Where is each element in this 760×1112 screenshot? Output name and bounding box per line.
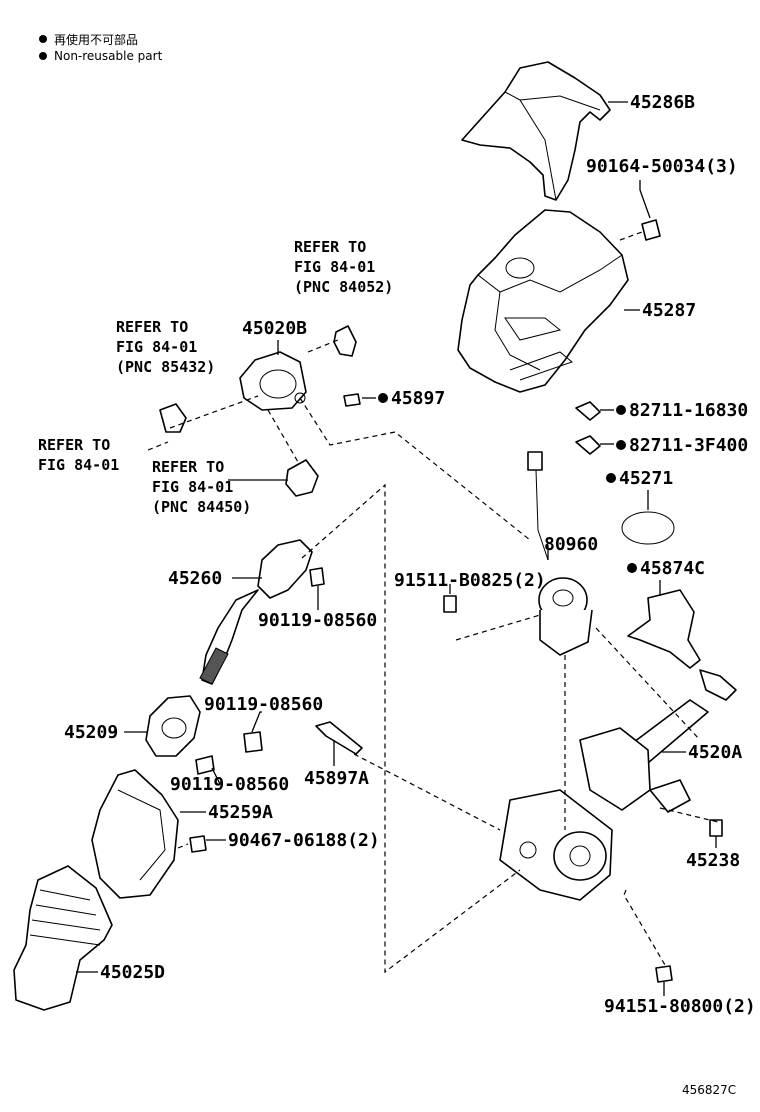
legend-japanese: 再使用不可部品 [54,32,138,47]
label-45287: 45287 [642,300,696,321]
svg-text:(PNC 84052): (PNC 84052) [294,278,393,296]
non-reusable-82711-3f400-icon [616,440,626,450]
ring-45271-drawing [621,511,675,545]
label-90119-b: 90119-08560 [204,694,323,715]
clamp-3f400-drawing [575,435,601,455]
refer-to-85432: REFER TO FIG 84-01 (PNC 85432) [116,318,215,376]
label-45897a: 45897A [304,768,369,789]
column-hole-boot-drawing [13,865,113,1011]
part-84450-drawing [285,459,319,497]
svg-text:FIG 84-01: FIG 84-01 [294,258,375,276]
figure-id: 456827C [682,1083,736,1097]
label-80960: 80960 [544,534,598,555]
svg-text:REFER TO: REFER TO [294,238,366,256]
bracket-45874c-drawing [627,589,701,669]
label-45209: 45209 [64,722,118,743]
label-45020b: 45020B [242,318,307,339]
legend-english: Non-reusable part [54,49,163,63]
non-reusable-bullet-icon [39,52,47,60]
label-45259a: 45259A [208,802,273,823]
bolt-45897-drawing [343,393,361,407]
label-90164: 90164-50034(3) [586,156,738,177]
unlock-warning-switch-drawing [527,451,593,656]
svg-text:(PNC 84450): (PNC 84450) [152,498,251,516]
clamp-16830-drawing [575,401,601,421]
svg-text:FIG 84-01: FIG 84-01 [116,338,197,356]
label-90119-c: 90119-08560 [170,774,289,795]
label-45238: 45238 [686,850,740,871]
bolt-90119b-drawing [243,731,263,753]
lower-column-cover-drawing [457,209,629,393]
non-reusable-45874c-icon [627,563,637,573]
svg-text:REFER TO: REFER TO [116,318,188,336]
label-45271: 45271 [619,468,673,489]
bolt-45238-drawing [709,819,723,837]
refer-to-84052: REFER TO FIG 84-01 (PNC 84052) [294,238,393,296]
bolt-90164-drawing [641,219,661,241]
universal-joint-drawing [145,695,201,757]
non-reusable-bullet-icon [39,35,47,43]
svg-text:REFER TO: REFER TO [152,458,224,476]
bolt-91511-drawing [443,595,457,613]
bolt-90119a-drawing [309,567,325,587]
label-45897: 45897 [391,388,445,409]
intermediate-shaft-drawing [199,539,313,685]
label-90119-a: 90119-08560 [258,610,377,631]
svg-text:(PNC 85432): (PNC 85432) [116,358,215,376]
legend: 再使用不可部品 Non-reusable part [39,32,163,63]
label-94151: 94151-80800(2) [604,996,756,1017]
nut-90467-drawing [189,835,207,853]
label-45025d: 45025D [100,962,165,983]
turn-signal-switch-drawing [239,351,307,411]
svg-text:FIG 84-01: FIG 84-01 [38,456,119,474]
bolt-90119c-drawing [195,755,215,775]
non-reusable-82711-16830-icon [616,405,626,415]
assembly-dashed-lines [147,231,719,974]
label-91511: 91511-B0825(2) [394,570,546,591]
label-45874c: 45874C [640,558,705,579]
non-reusable-45271-icon [606,473,616,483]
refer-to-84450: REFER TO FIG 84-01 (PNC 84450) [152,458,251,516]
label-45260: 45260 [168,568,222,589]
steering-column-assembly-drawing [499,669,737,901]
svg-text:FIG 84-01: FIG 84-01 [152,478,233,496]
label-82711-16830: 82711-16830 [629,400,748,421]
nut-94151-drawing [655,965,673,983]
upper-column-cover-drawing [461,61,611,201]
label-4520a: 4520A [688,742,742,763]
label-45286b: 45286B [630,92,695,113]
connector-84052-drawing [333,325,357,357]
svg-text:REFER TO: REFER TO [38,436,110,454]
bolt-45897a-drawing [315,721,363,755]
non-reusable-45897-icon [378,393,388,403]
leader-lines [76,101,717,996]
connector-85432-drawing [159,403,187,433]
label-82711-3f400: 82711-3F400 [629,435,748,456]
refer-to-fig-84-01: REFER TO FIG 84-01 [38,436,119,474]
column-hole-cover-drawing [91,769,179,899]
label-90467: 90467-06188(2) [228,830,380,851]
